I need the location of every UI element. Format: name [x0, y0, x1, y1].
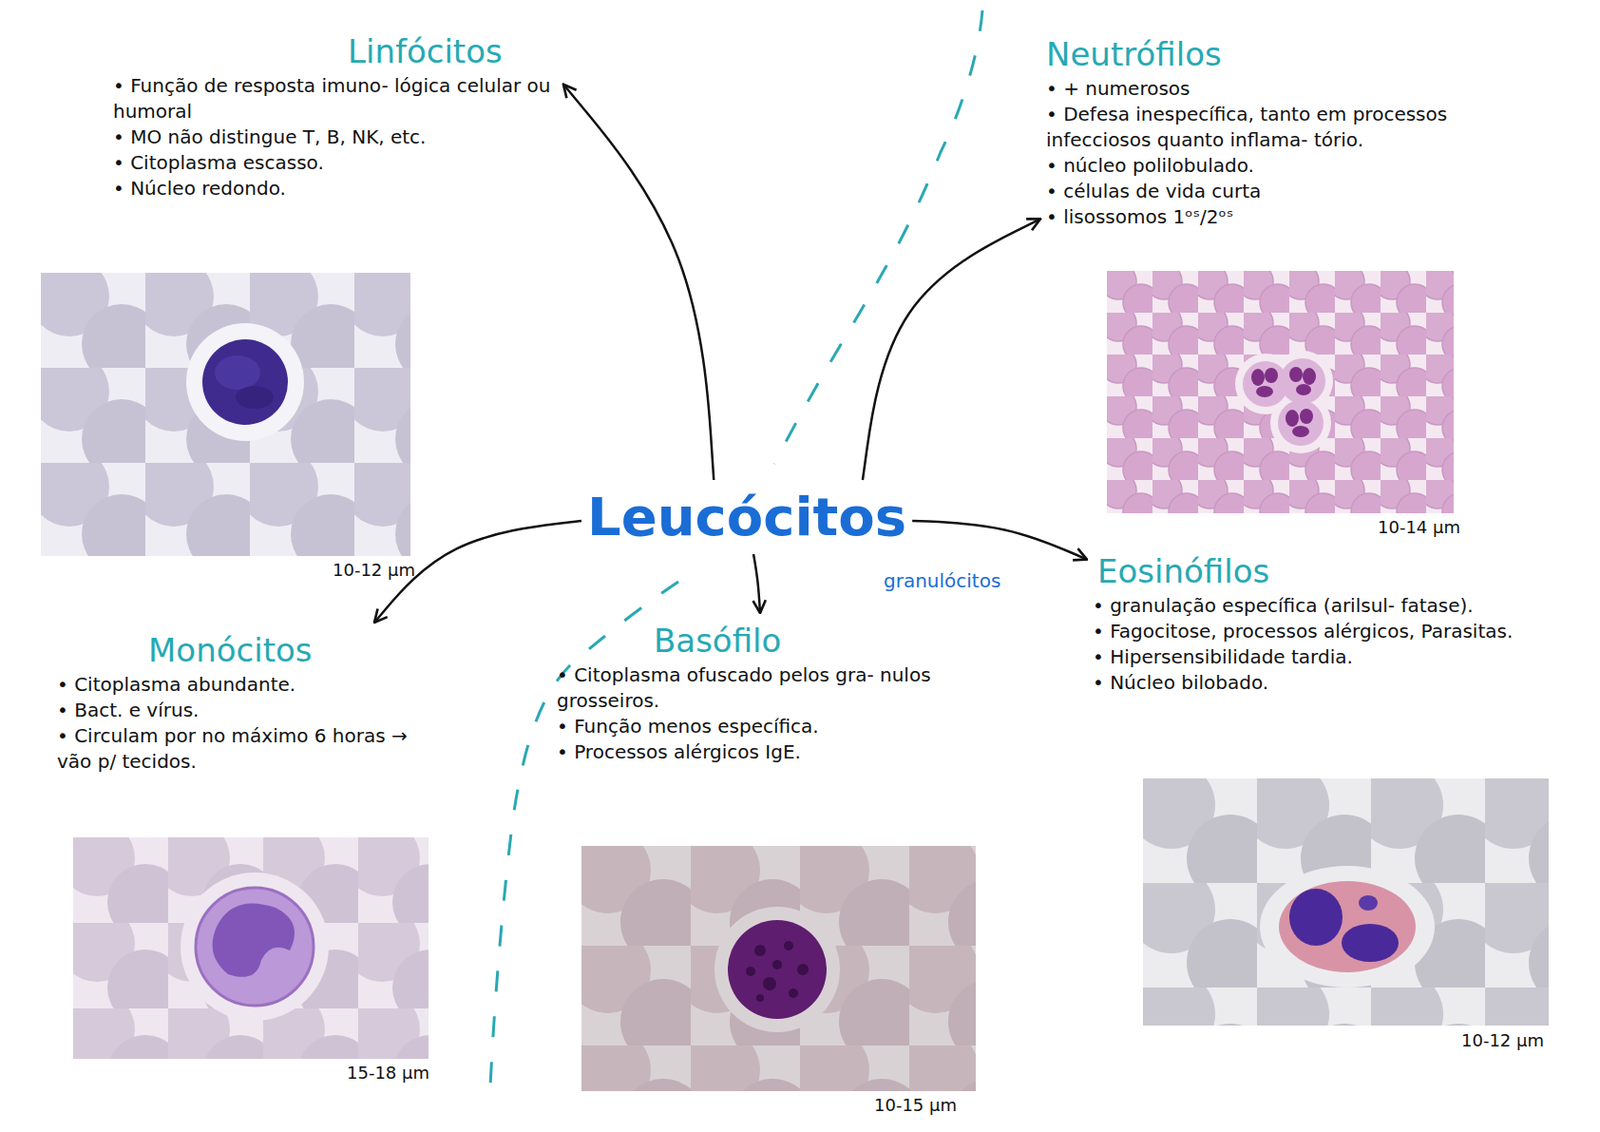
cell-heading: Linfócitos — [347, 29, 558, 74]
size-label: 10-12 µm — [1461, 1029, 1544, 1051]
bullet-text: • Função menos específica. — [556, 713, 1021, 740]
lymphocyte-note: Linfócitos• Função de resposta imuno- ló… — [107, 23, 564, 208]
monocyte-micrograph — [73, 837, 429, 1059]
bullet-text: • Citoplasma ofuscado pelos gra- nulos g… — [556, 662, 1021, 714]
cell-heading: Monócitos — [148, 628, 426, 672]
size-label: 10-12 µm — [332, 559, 416, 581]
bullet-text: • Hipersensibilidade tardia. — [1092, 644, 1547, 670]
basophil-micrograph — [581, 845, 976, 1091]
connector-arrow — [753, 553, 761, 613]
basophil-note: Basófilo• Citoplasma ofuscado pelos gra-… — [551, 612, 1027, 771]
bullet-text: • núcleo polilobulado. — [1046, 152, 1539, 179]
connector-arrow — [563, 84, 714, 480]
bullet-text: • Função de resposta imuno- lógica celul… — [113, 73, 558, 125]
monocyte-note: Monócitos• Citoplasma abundante.• Bact. … — [51, 622, 432, 781]
divider-line — [489, 581, 679, 1107]
bullet-text: • Citoplasma escasso. — [113, 150, 558, 176]
bullet-text: • Núcleo bilobado. — [1092, 669, 1547, 696]
eosinophil-micrograph — [1142, 778, 1549, 1026]
bullet-text: • granulação específica (arilsul- fatase… — [1092, 592, 1547, 619]
bullet-text: • células de vida curta — [1046, 178, 1539, 205]
size-label: 10-15 µm — [874, 1094, 957, 1116]
neutrophil-micrograph — [1106, 270, 1454, 514]
cell-heading: Neutrófilos — [1046, 32, 1539, 77]
divider-line — [774, 10, 983, 464]
cell-heading: Basófilo — [653, 618, 1021, 663]
bullet-text: • Núcleo redondo. — [113, 175, 558, 202]
central-title: Leucócitos — [587, 485, 907, 549]
eosinophil-note: Eosinófilos• granulação específica (aril… — [1086, 543, 1553, 702]
connector-arrow — [862, 218, 1041, 480]
bullet-text: • Processos alérgicos IgE. — [556, 739, 1021, 765]
bullet-text: • Citoplasma abundante. — [57, 671, 426, 698]
bullet-text: • Bact. e vírus. — [57, 697, 426, 724]
size-label: 10-14 µm — [1377, 516, 1461, 538]
central-topic: Leucócitos — [581, 479, 913, 554]
bullet-text: • Circulam por no máximo 6 horas → vão p… — [57, 723, 426, 775]
bullet-text: • lisossomos 1ᵒˢ/2ᵒˢ — [1046, 204, 1539, 230]
bullet-text: • Fagocitose, processos alérgicos, Paras… — [1092, 618, 1547, 645]
lymphocyte-micrograph — [40, 272, 411, 556]
group-label: granulócitos — [883, 570, 1001, 591]
bullet-text: • MO não distingue T, B, NK, etc. — [113, 124, 558, 151]
connector-arrow — [912, 520, 1087, 560]
neutrophil-note: Neutrófilos• + numerosos• Defesa inespec… — [1040, 26, 1544, 236]
bullet-text: • Defesa inespecífica, tanto em processo… — [1046, 101, 1539, 153]
cell-heading: Eosinófilos — [1097, 549, 1547, 593]
size-label: 15-18 µm — [346, 1062, 430, 1084]
bullet-text: • + numerosos — [1046, 76, 1539, 102]
